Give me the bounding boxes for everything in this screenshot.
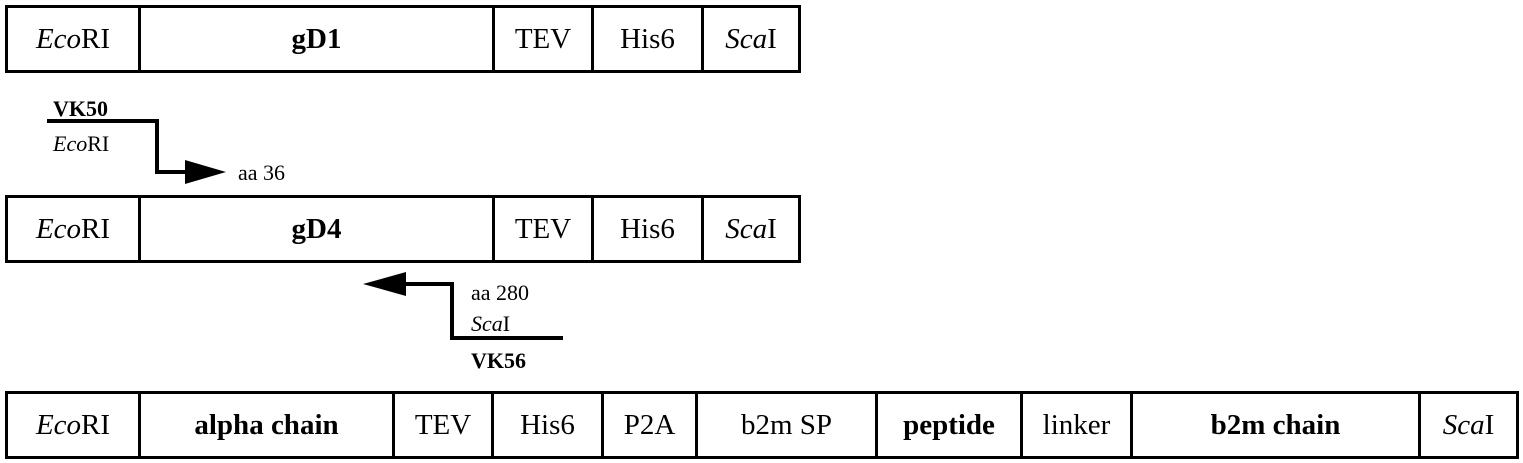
vk50-position-label: aa 36: [238, 160, 286, 185]
vk56-label: VK56: [471, 348, 526, 373]
segment-tev: TEV: [495, 198, 594, 260]
vk56-site-label: ScaI: [471, 311, 511, 336]
vk50-site-label: EcoRI: [53, 131, 110, 156]
segment-gd4: gD4: [141, 198, 495, 260]
segment-b2m-chain: b2m chain: [1133, 394, 1421, 456]
segment-p2a: P2A: [604, 394, 698, 456]
segment-linker: linker: [1023, 394, 1133, 456]
segment-gd1: gD1: [141, 8, 495, 70]
vk56-arrow: [363, 272, 563, 340]
segment-his6: His6: [594, 198, 704, 260]
vk50-arrow: [47, 119, 226, 184]
vk56-position-label: aa 280: [471, 280, 530, 305]
segment-tev: TEV: [495, 8, 594, 70]
segment-alpha-chain: alpha chain: [141, 394, 395, 456]
segment-b2m-sp: b2m SP: [698, 394, 878, 456]
segment-his6: His6: [494, 394, 604, 456]
segment-tev: TEV: [395, 394, 494, 456]
vk50-label: VK50: [53, 96, 108, 121]
segment-peptide: peptide: [878, 394, 1023, 456]
segment-his6: His6: [594, 8, 704, 70]
